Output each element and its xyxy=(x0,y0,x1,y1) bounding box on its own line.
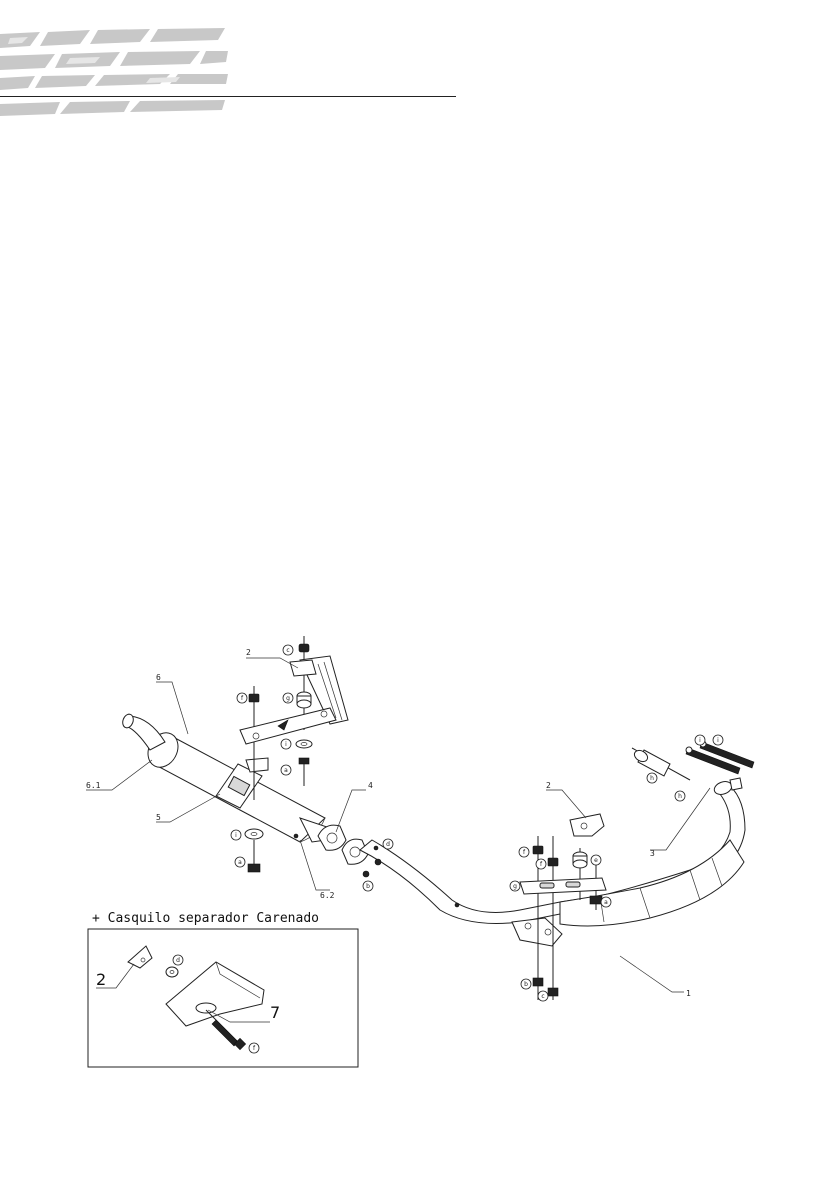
inset-title: + Casquilo separador Carenado xyxy=(92,911,319,926)
badge-b-flange: b xyxy=(366,883,370,890)
badge-d-flange: d xyxy=(386,841,390,848)
header-rule xyxy=(0,96,456,97)
badge-h-spring: h xyxy=(678,793,682,800)
badge-g-mid: g xyxy=(513,883,517,890)
badge-e-mid: e xyxy=(594,857,598,864)
badge-h-sleeve: h xyxy=(650,775,654,782)
callout-2-mid: 2 xyxy=(546,781,551,790)
inset-callout-7: 7 xyxy=(270,1003,280,1022)
badge-g-left: g xyxy=(286,695,290,702)
inset-detail: + Casquilo separador Carenado d f 2 7 xyxy=(88,911,358,1067)
exhaust-assembly-diagram: 2 6 6.1 5 4 6.2 2 3 1 c f g i a i a d b … xyxy=(0,600,839,1120)
callout-2-top: 2 xyxy=(246,648,251,657)
badge-c-bottom: c xyxy=(541,993,544,1000)
brand-stripes-logo-icon xyxy=(0,26,230,121)
badge-a-low: a xyxy=(238,859,242,866)
callout-5: 5 xyxy=(156,813,161,822)
badge-a-left: a xyxy=(284,767,288,774)
chamber-bracket xyxy=(512,918,562,946)
callout-6-2: 6.2 xyxy=(320,891,335,900)
inset-callout-2: 2 xyxy=(96,970,106,989)
badge-d-inset: d xyxy=(176,957,180,964)
callout-6: 6 xyxy=(156,673,161,682)
badge-b-bottom: b xyxy=(524,981,528,988)
silencer xyxy=(121,713,340,842)
badge-c-top: c xyxy=(286,647,289,654)
badge-a-mid: a xyxy=(604,899,608,906)
flange-gasket xyxy=(318,825,368,864)
callout-1: 1 xyxy=(686,989,691,998)
callout-3: 3 xyxy=(650,849,655,858)
leader-lines xyxy=(86,658,710,992)
callout-6-1: 6.1 xyxy=(86,781,101,790)
callout-4: 4 xyxy=(368,781,373,790)
